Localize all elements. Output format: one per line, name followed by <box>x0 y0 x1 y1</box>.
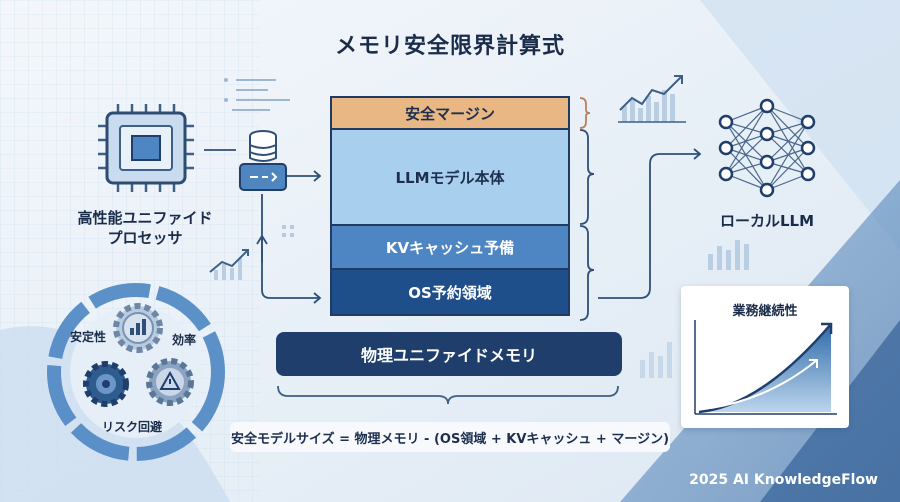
processor-label-line1: 高性能ユニファイド <box>77 209 213 227</box>
memory-stack: 安全マージン LLMモデル本体 KVキャッシュ予備 OS予約領域 <box>330 96 570 316</box>
database-icon <box>239 130 287 191</box>
stability-label: 安定性 <box>70 330 107 344</box>
mini-bars-icon-2 <box>640 342 672 378</box>
processor-label-line2: プロセッサ <box>107 229 183 247</box>
physical-memory-bar: 物理ユニファイドメモリ <box>276 332 622 376</box>
llm-model-block: LLMモデル本体 <box>330 130 570 226</box>
neural-network-icon <box>718 98 816 198</box>
os-reserved-block: OS予約領域 <box>330 270 570 316</box>
kv-cache-block: KVキャッシュ予備 <box>330 226 570 270</box>
growth-curve-icon <box>694 320 837 415</box>
safety-formula: 安全モデルサイズ = 物理メモリ - (OS領域 + KVキャッシュ + マージ… <box>230 422 670 452</box>
warning-gear-icon <box>146 358 194 406</box>
trend-chart-icon <box>209 249 249 280</box>
footer-credit: 2025 AI KnowledgeFlow <box>689 472 878 488</box>
bar-chart-icon <box>618 75 686 123</box>
processor-label: 高性能ユニファイド プロセッサ <box>70 208 220 248</box>
page-title: メモリ安全限界計算式 <box>334 34 565 59</box>
risk-avoidance-label: リスク回避 <box>102 420 163 434</box>
settings-gear-icon <box>83 361 129 407</box>
gears-ring <box>47 283 225 461</box>
continuity-title: 業務継続性 <box>732 304 798 319</box>
efficiency-label: 効率 <box>172 333 197 347</box>
local-llm-label: ローカルLLM <box>719 212 815 230</box>
cpu-chip-icon <box>98 104 194 192</box>
chart-gear-icon <box>113 303 163 353</box>
business-continuity-card: 業務継続性 <box>681 286 849 428</box>
safety-margin-block: 安全マージン <box>330 96 570 130</box>
mini-bars-icon <box>708 240 749 270</box>
